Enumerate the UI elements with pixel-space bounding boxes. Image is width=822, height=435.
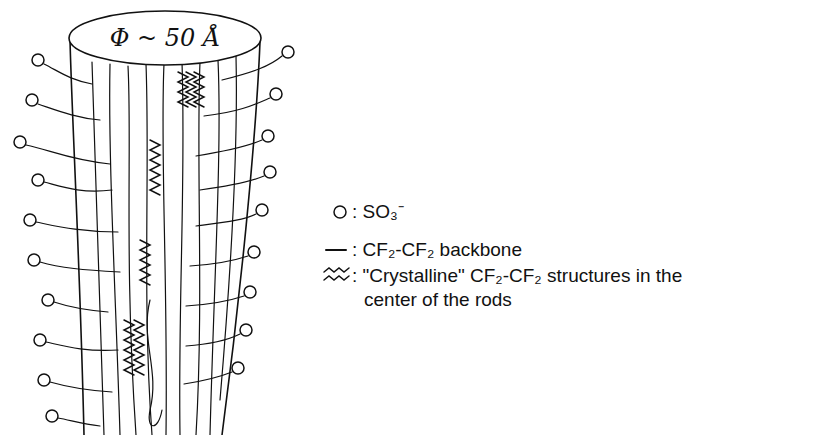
- legend-entry: : "Crystalline" CF₂-CF₂ structures in th…: [352, 264, 724, 312]
- legend-text: : "Crystalline" CF₂-CF₂ structures in th…: [352, 265, 682, 310]
- legend-entry: : CF₂-CF₂ backbone: [352, 238, 704, 262]
- legend-zigzag-sample: [324, 268, 349, 280]
- legend-entry: : SO₃⁻: [352, 200, 664, 224]
- rod-cross-section: Φ ~ 50 Å: [68, 10, 262, 66]
- backbone-strands: [92, 56, 236, 435]
- side-chains: [26, 56, 282, 426]
- rod-outline: [222, 42, 260, 435]
- rod-outline: [70, 40, 84, 435]
- diameter-label: Φ ~ 50 Å: [110, 24, 221, 52]
- crystalline-zigzags: [124, 72, 204, 375]
- legend-text: : CF₂-CF₂ backbone: [352, 239, 522, 260]
- legend-text: : SO₃⁻: [352, 201, 404, 222]
- legend-circle-sample: [334, 206, 346, 218]
- legend-line-sample: [326, 249, 346, 251]
- sulfonate-circles: [14, 46, 294, 422]
